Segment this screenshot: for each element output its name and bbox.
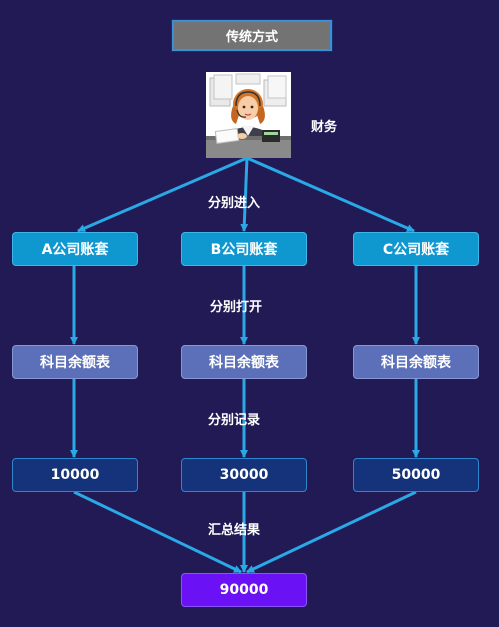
value-box-c: 50000 (353, 458, 479, 492)
value-box-b: 30000 (181, 458, 307, 492)
arrow-a-value-to-total (73, 490, 242, 574)
arrow-c-value-to-total (246, 490, 417, 574)
finance-label: 财务 (311, 120, 338, 135)
arrow-finance-to-c (246, 156, 415, 233)
account-box-c: C公司账套 (353, 232, 479, 266)
step-open-label: 分别打开 (210, 300, 263, 315)
sheet-box-a: 科目余额表 (12, 345, 138, 379)
account-box-b: B公司账套 (181, 232, 307, 266)
step-summary-label: 汇总结果 (208, 523, 261, 538)
sheet-box-c: 科目余额表 (353, 345, 479, 379)
sheet-box-b: 科目余额表 (181, 345, 307, 379)
diagram-title: 传统方式 (171, 19, 333, 52)
arrow-finance-to-a (77, 156, 248, 233)
step-record-label: 分别记录 (208, 413, 261, 428)
accountant-illustration (206, 72, 291, 158)
value-box-a: 10000 (12, 458, 138, 492)
total-box: 90000 (181, 573, 307, 607)
arrow-finance-to-b (240, 157, 249, 232)
step-enter-label: 分别进入 (208, 196, 261, 211)
account-box-a: A公司账套 (12, 232, 138, 266)
